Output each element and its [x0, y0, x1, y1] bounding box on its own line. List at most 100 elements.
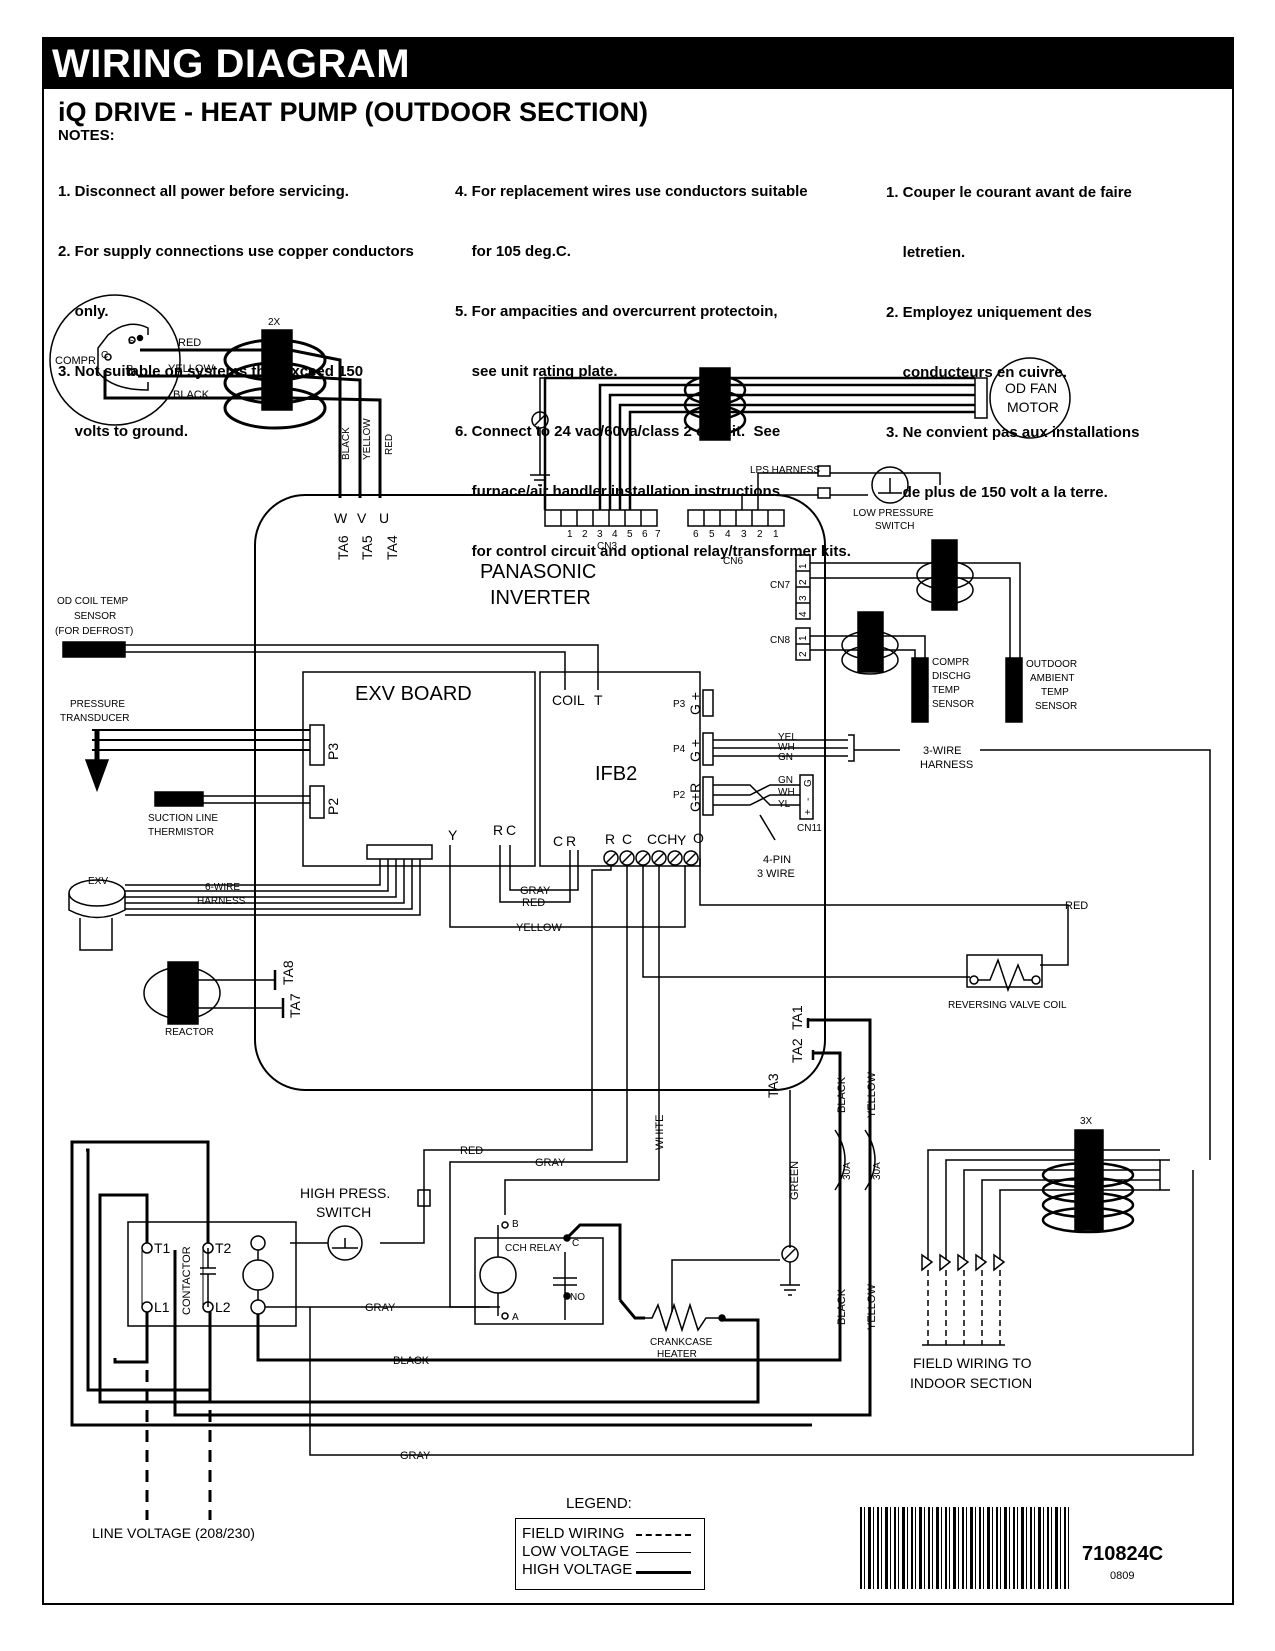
note-line: letretien.	[886, 244, 966, 261]
wire-wh: WH	[778, 787, 795, 798]
terminal-ta4: TA4	[384, 535, 400, 560]
ifb2-term-y: Y	[677, 832, 687, 848]
t1-terminal: T1	[154, 1240, 171, 1256]
cn3-pin: 1	[567, 529, 573, 540]
compr-dischg-label: SENSOR	[932, 699, 974, 710]
legend-high-voltage: HIGH VOLTAGE	[522, 1561, 633, 1578]
relay-no: NO	[570, 1292, 585, 1303]
note-line: de plus de 150 volt a la terre.	[886, 484, 1108, 501]
ifb2-c: C	[553, 833, 563, 849]
legend-low-voltage-line	[636, 1552, 691, 1553]
exv-board-label: EXV BOARD	[355, 683, 472, 705]
fuse-30a-yellow	[864, 1129, 876, 1191]
ifb2-p2-connector	[702, 776, 714, 816]
wire-label-red: RED	[178, 337, 201, 349]
exv-label: EXV	[88, 876, 108, 887]
suction-line-thermistor	[154, 791, 204, 807]
contactor-power-wiring	[70, 1140, 838, 1427]
legend-low-voltage: LOW VOLTAGE	[522, 1543, 629, 1560]
ta2-terminal: TA2	[789, 1038, 805, 1063]
fuse-label: 30A	[842, 1162, 853, 1180]
red-wire-exv	[499, 845, 571, 903]
exv-p2-connector	[309, 785, 325, 819]
legend-high-voltage-line	[636, 1571, 691, 1574]
ground-symbol-fan	[530, 377, 550, 486]
six-wire-harness	[125, 859, 421, 916]
compressor-r-terminal: R	[126, 364, 133, 375]
cn6-pin: 1	[773, 529, 779, 540]
ifb2-terminal-strip	[603, 850, 699, 866]
p3-label: P3	[325, 743, 341, 760]
exv-c-terminal: C	[506, 822, 516, 838]
note-line: 1. Disconnect all power before servicing…	[58, 183, 349, 200]
cn11-pin: -	[803, 798, 814, 801]
ifb2-p3-pins: G +	[687, 692, 703, 715]
ifb2-coil-terminal: COIL	[552, 692, 585, 708]
cn8-pin: 1	[798, 635, 809, 641]
crankcase-heater	[645, 1259, 780, 1333]
outdoor-ambient-label: AMBIENT	[1030, 673, 1074, 684]
exv-board	[302, 671, 536, 867]
ifb2-label: IFB2	[595, 763, 637, 785]
document-date-code: 0809	[1110, 1570, 1135, 1582]
cn3-pin: 4	[612, 529, 618, 540]
wire-label-red-vert: RED	[384, 434, 395, 455]
od-coil-temp-sensor	[62, 641, 126, 658]
suction-thermistor-label: THERMISTOR	[148, 827, 214, 838]
green-wire-label: GREEN	[789, 1161, 801, 1200]
od-coil-label: SENSOR	[74, 611, 116, 622]
cn11-pin: G	[803, 779, 814, 787]
contactor-label: CONTACTOR	[181, 1246, 193, 1315]
ifb2-p4-label: P4	[673, 744, 686, 755]
cn6-pin: 3	[741, 529, 747, 540]
reactor	[167, 961, 199, 1025]
compr-dischg-label: DISCHG	[932, 671, 971, 682]
ifb2-t-terminal: T	[594, 692, 603, 708]
od-fan-label-2: MOTOR	[1007, 399, 1059, 415]
reversing-valve-coil	[966, 954, 1043, 993]
inverter-board	[254, 494, 826, 1091]
barcode	[860, 1507, 1072, 1589]
compr-dischg-sensor	[911, 657, 929, 723]
terminal-v: V	[357, 510, 367, 526]
black-wire-label: BLACK	[836, 1288, 848, 1325]
wire-wh: WH	[778, 742, 795, 753]
exv-valve	[68, 879, 126, 951]
red-wire-rv-label: RED	[1065, 900, 1088, 912]
terminal-w: W	[334, 510, 348, 526]
wire-label-yellow-vert: YELLOW	[362, 418, 373, 460]
cn6-pin: 5	[709, 529, 715, 540]
wire-yl: YL	[778, 799, 791, 810]
cch-relay	[474, 1237, 604, 1325]
six-wire-label: HARNESS	[197, 896, 246, 907]
exv-y-terminal: Y	[448, 827, 458, 843]
four-pin-label: 4-PIN	[763, 854, 791, 866]
od-fan-motor	[989, 357, 1071, 439]
choke-3x-label: 3X	[1080, 1116, 1093, 1127]
outdoor-ambient-label: OUTDOOR	[1026, 659, 1077, 670]
cn7-pin: 1	[798, 563, 809, 569]
cn11-connector	[799, 774, 814, 820]
p2-label: P2	[325, 798, 341, 815]
cn3-pin: 2	[582, 529, 588, 540]
fan-motor-wires	[543, 376, 975, 510]
cn7-pin: 4	[798, 611, 809, 617]
line-voltage-label: LINE VOLTAGE (208/230)	[92, 1525, 255, 1541]
cn11-crossover	[713, 784, 800, 806]
relay-a: A	[512, 1312, 519, 1323]
rv-coil-label: REVERSING VALVE COIL	[948, 1000, 1067, 1011]
page-title: WIRING DIAGRAM	[44, 39, 1232, 89]
ifb2-p2-label: P2	[673, 790, 686, 801]
ifb2-p2-pins: G+R	[687, 783, 703, 812]
fuse-label: 30A	[872, 1162, 883, 1180]
note-line: 5. For ampacities and overcurrent protec…	[455, 303, 778, 320]
ifb2-board	[539, 671, 701, 867]
pressure-transducer-label: PRESSURE	[70, 699, 125, 710]
choke-2x-label: 2X	[268, 317, 281, 328]
note-line: see unit rating plate.	[455, 363, 618, 380]
ifb2-term-r: R	[605, 831, 615, 847]
note-line: volts to ground.	[58, 423, 188, 440]
cn3-pin: 7	[655, 529, 661, 540]
ta7-terminal: TA7	[287, 993, 303, 1018]
line-voltage-field-wires	[145, 1330, 212, 1520]
